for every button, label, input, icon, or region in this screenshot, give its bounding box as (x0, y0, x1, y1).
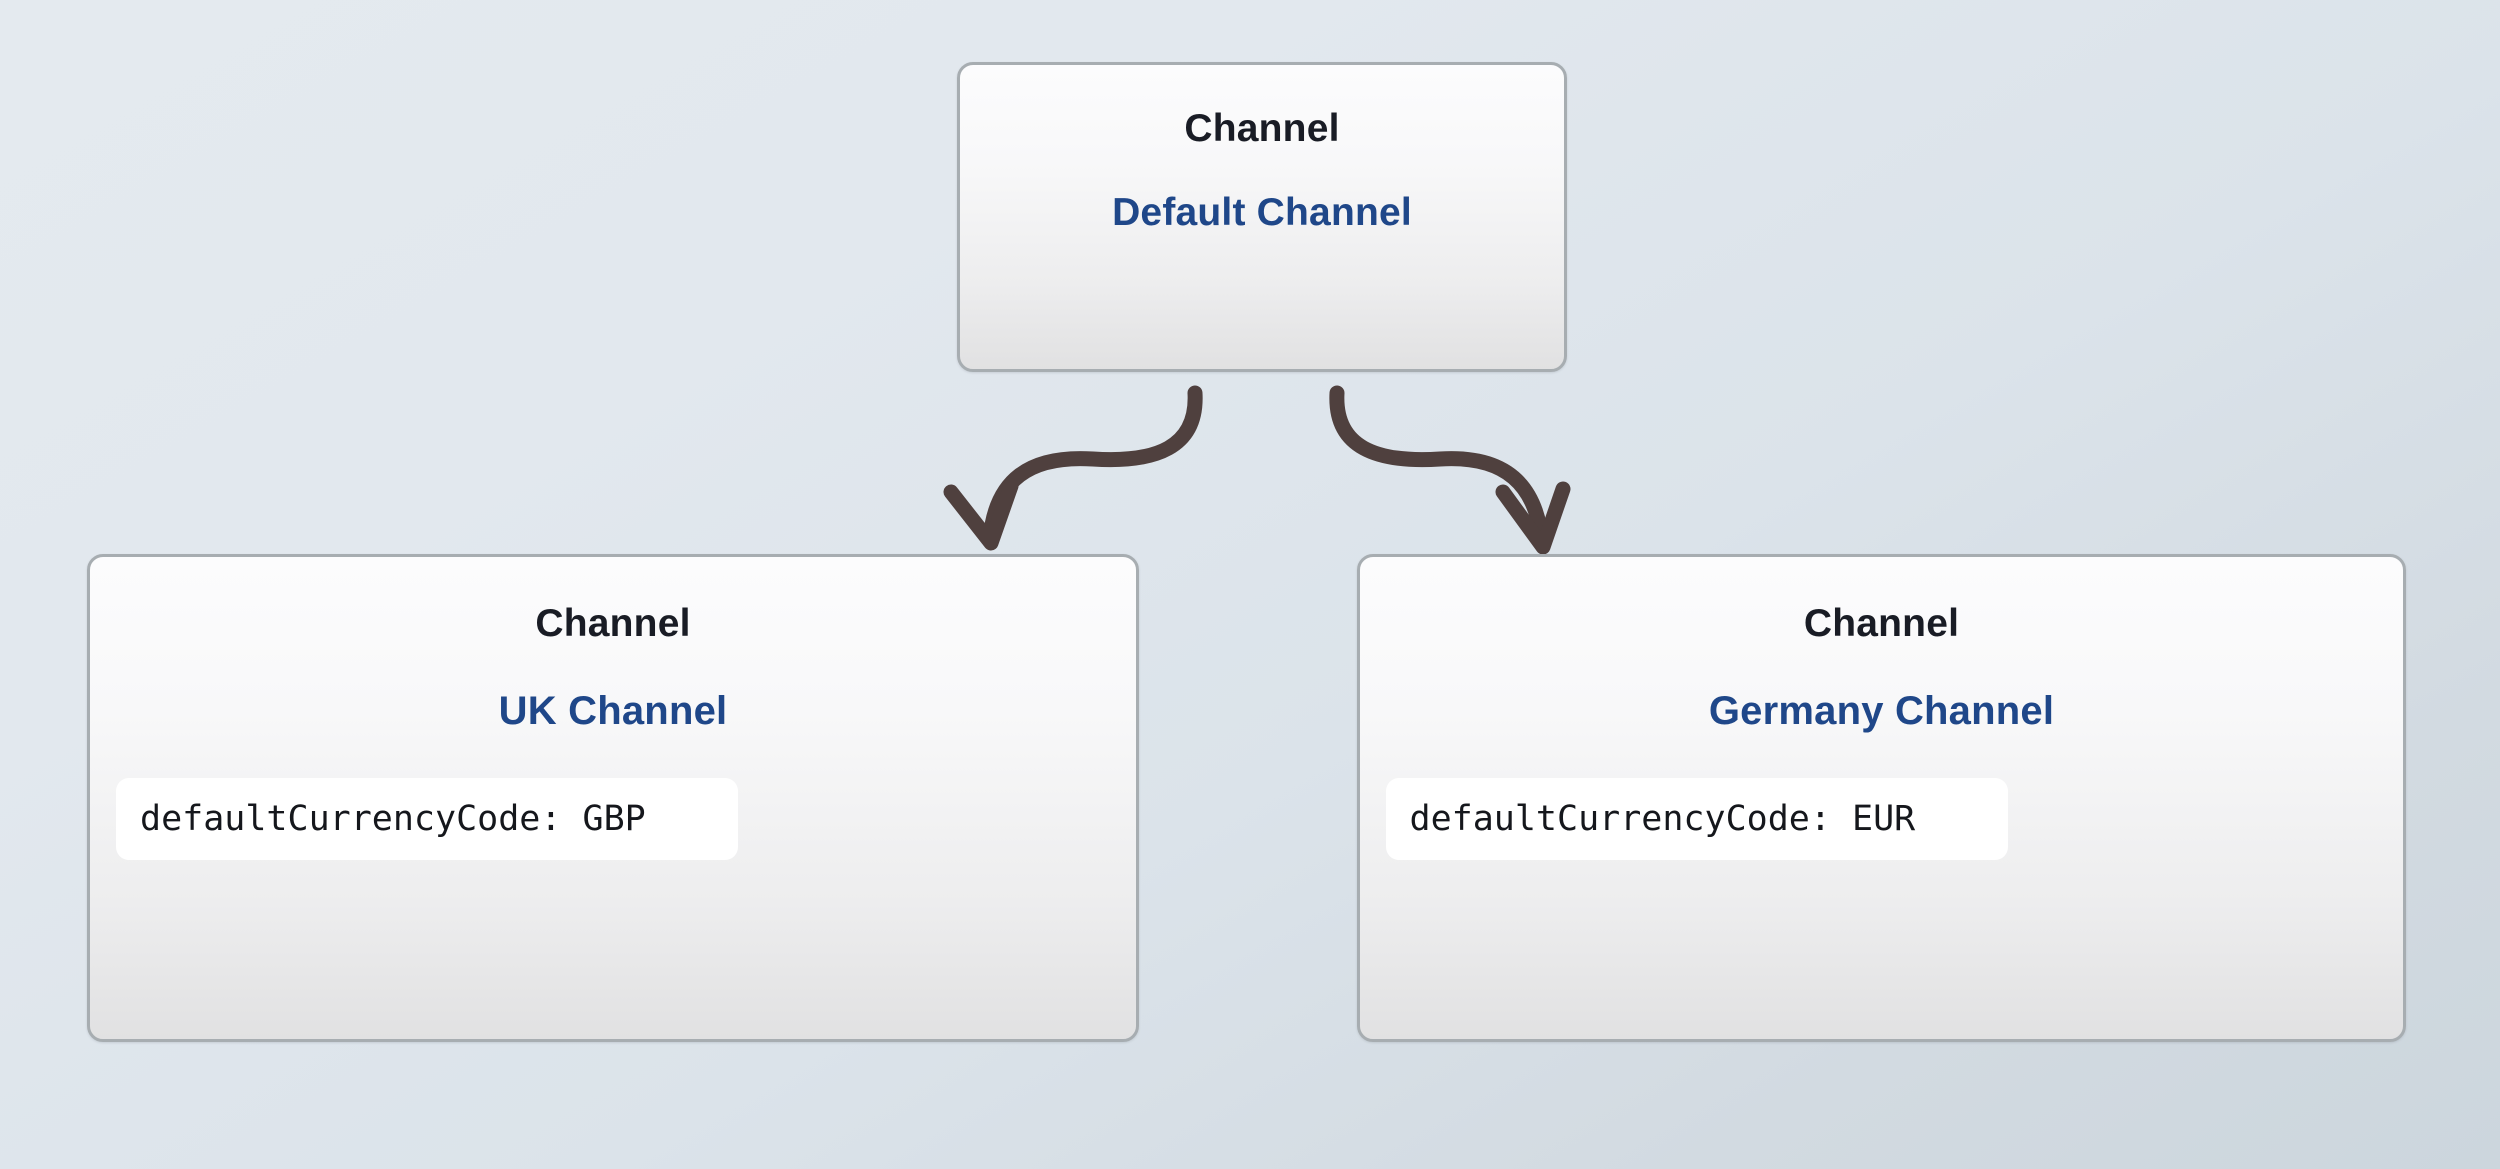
node-germany-channel[interactable]: Channel Germany Channel defaultCurrencyC… (1357, 554, 2406, 1042)
property-default-currency-code: defaultCurrencyCode: GBP (116, 778, 738, 860)
edge-root-to-germany-arrowhead (1495, 481, 1571, 555)
node-title-label: Default Channel (1112, 191, 1412, 234)
node-type-label: Channel (535, 602, 691, 645)
node-uk-channel[interactable]: Channel UK Channel defaultCurrencyCode: … (87, 554, 1139, 1042)
node-title-label: UK Channel (498, 689, 728, 733)
node-title-label: Germany Channel (1708, 689, 2055, 733)
edge-root-to-uk-arrowhead (943, 478, 1019, 551)
node-type-label: Channel (1184, 107, 1340, 150)
node-default-channel[interactable]: Channel Default Channel (957, 62, 1567, 372)
edge-root-to-uk (982, 385, 1203, 548)
edge-root-to-germany (1329, 385, 1550, 552)
property-default-currency-code: defaultCurrencyCode: EUR (1385, 778, 2008, 860)
node-type-label: Channel (1803, 602, 1960, 645)
